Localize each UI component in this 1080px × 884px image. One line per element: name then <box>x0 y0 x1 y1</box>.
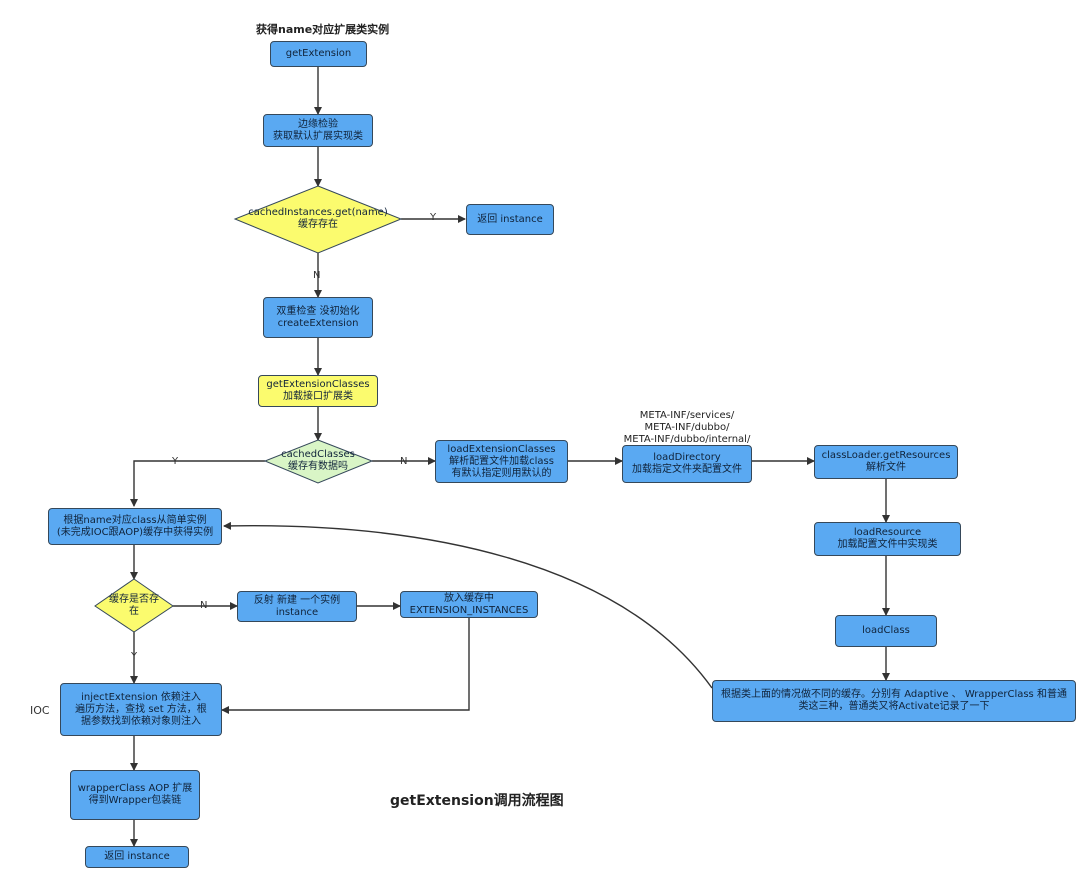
node-edge-check: 边缘检验 获取默认扩展实现类 <box>263 114 373 147</box>
decision-cache-exists-text: 缓存是否存 在 <box>100 594 168 618</box>
decision-cached-classes-text: cachedClasses 缓存有数据吗 <box>270 449 366 473</box>
edge-note-curve-back <box>223 521 713 689</box>
edge-cachedclasses-y <box>130 460 265 507</box>
node-load-directory-line1: loadDirectory <box>653 452 721 463</box>
node-load-extension-classes-line3: 有默认指定则用默认的 <box>451 467 552 479</box>
node-wrapper-class: wrapperClass AOP 扩展 得到Wrapper包装链 <box>70 770 200 820</box>
node-return-instance-bottom: 返回 instance <box>85 846 189 868</box>
node-get-from-cache: 根据name对应class从简单实例 (未完成IOC跟AOP)缓存中获得实例 <box>48 508 222 545</box>
node-inject-extension-line1: injectExtension 依赖注入 <box>81 691 201 703</box>
node-double-check-line1: 双重检查 没初始化 <box>276 305 360 317</box>
node-load-class: loadClass <box>835 615 937 647</box>
node-put-cache: 放入缓存中 EXTENSION_INSTANCES <box>400 591 538 618</box>
node-load-resource: loadResource 加载配置文件中实现类 <box>814 522 961 556</box>
meta-inf-paths: META-INF/services/ META-INF/dubbo/ META-… <box>612 410 762 446</box>
decision-cache-exists <box>94 578 174 633</box>
edge-label-y-exists: Y <box>131 651 138 662</box>
edge-label-n-classes: N <box>400 456 408 467</box>
meta-inf-path-1: META-INF/services/ <box>639 410 735 421</box>
edge-put-to-inject <box>221 618 470 714</box>
node-get-from-cache-line2: (未完成IOC跟AOP)缓存中获得实例 <box>56 526 214 538</box>
ioc-label: IOC <box>30 704 50 717</box>
node-edge-check-line2: 获取默认扩展实现类 <box>273 130 363 142</box>
node-reflect-new-line2: instance <box>275 606 319 618</box>
node-get-extension-classes-line2: 加载接口扩展类 <box>283 391 353 402</box>
node-get-extension-classes: getExtensionClasses 加载接口扩展类 <box>258 375 378 407</box>
edge-label-y-instance: Y <box>430 212 437 223</box>
node-get-extension-classes-line1: getExtensionClasses <box>266 379 370 390</box>
decision-cached-classes-line1: cachedClasses <box>281 449 355 460</box>
edge-label-n-instance: N <box>313 270 321 281</box>
node-reflect-new: 反射 新建 一个实例 instance <box>237 591 357 622</box>
decision-cached-classes-line2: 缓存有数据吗 <box>288 461 348 472</box>
node-load-directory: loadDirectory 加载指定文件夹配置文件 <box>622 445 752 483</box>
decision-cached-instances-text: cachedInstances.get(name) 缓存存在 <box>245 206 391 232</box>
node-inject-extension: injectExtension 依赖注入 遍历方法，查找 set 方法，根 据参… <box>60 683 222 736</box>
decision-cached-classes <box>263 439 374 484</box>
node-note-text: 根据类上面的情况做不同的缓存。分别有 Adaptive 、 WrapperCla… <box>721 689 1067 712</box>
node-load-extension-classes: loadExtensionClasses 解析配置文件加载class 有默认指定… <box>435 440 568 483</box>
node-get-extension-text: getExtension <box>285 48 352 59</box>
node-return-instance-top-text: 返回 instance <box>477 213 543 225</box>
decision-cache-exists-line1: 缓存是否存 <box>109 594 159 605</box>
meta-inf-path-3: META-INF/dubbo/internal/ <box>623 434 751 445</box>
edge-label-y-classes: Y <box>172 456 179 467</box>
node-get-resources: classLoader.getResources 解析文件 <box>814 445 958 479</box>
node-reflect-new-line1: 反射 新建 一个实例 <box>253 594 341 606</box>
node-get-resources-line2: 解析文件 <box>866 462 906 473</box>
decision-cache-exists-line2: 在 <box>129 606 139 617</box>
node-load-resource-line1: loadResource <box>853 527 922 538</box>
node-get-extension: getExtension <box>270 41 367 67</box>
decision-cached-instances <box>233 185 403 254</box>
diagram-top-title: 获得name对应扩展类实例 <box>256 23 390 36</box>
node-put-cache-line2: EXTENSION_INSTANCES <box>409 604 529 616</box>
edge-label-n-exists: N <box>200 600 208 611</box>
node-return-instance-top: 返回 instance <box>466 204 554 235</box>
node-wrapper-class-line2: 得到Wrapper包装链 <box>88 795 182 806</box>
node-inject-extension-line3: 据参数找到依赖对象则注入 <box>81 715 201 727</box>
decision-cached-instances-line1: cachedInstances.get(name) <box>248 207 388 218</box>
node-load-class-text: loadClass <box>862 625 910 636</box>
node-edge-check-line1: 边缘检验 <box>298 118 338 130</box>
node-double-check: 双重检查 没初始化 createExtension <box>263 297 373 338</box>
node-note: 根据类上面的情况做不同的缓存。分别有 Adaptive 、 WrapperCla… <box>712 680 1076 722</box>
node-inject-extension-line2: 遍历方法，查找 set 方法，根 <box>75 703 207 715</box>
node-get-resources-line1: classLoader.getResources <box>821 450 951 461</box>
node-get-from-cache-line1: 根据name对应class从简单实例 <box>63 514 207 526</box>
node-return-instance-bottom-text: 返回 instance <box>104 851 170 862</box>
node-wrapper-class-line1: wrapperClass AOP 扩展 <box>77 783 193 794</box>
node-load-resource-line2: 加载配置文件中实现类 <box>837 539 938 550</box>
node-double-check-line2: createExtension <box>277 317 359 329</box>
node-load-extension-classes-line1: loadExtensionClasses <box>447 443 556 455</box>
node-load-extension-classes-line2: 解析配置文件加载class <box>449 455 554 467</box>
node-load-directory-line2: 加载指定文件夹配置文件 <box>632 464 742 475</box>
decision-cached-instances-line2: 缓存存在 <box>298 219 338 230</box>
meta-inf-path-2: META-INF/dubbo/ <box>644 422 730 433</box>
diagram-caption: getExtension调用流程图 <box>390 793 564 809</box>
node-put-cache-line1: 放入缓存中 <box>444 592 494 604</box>
